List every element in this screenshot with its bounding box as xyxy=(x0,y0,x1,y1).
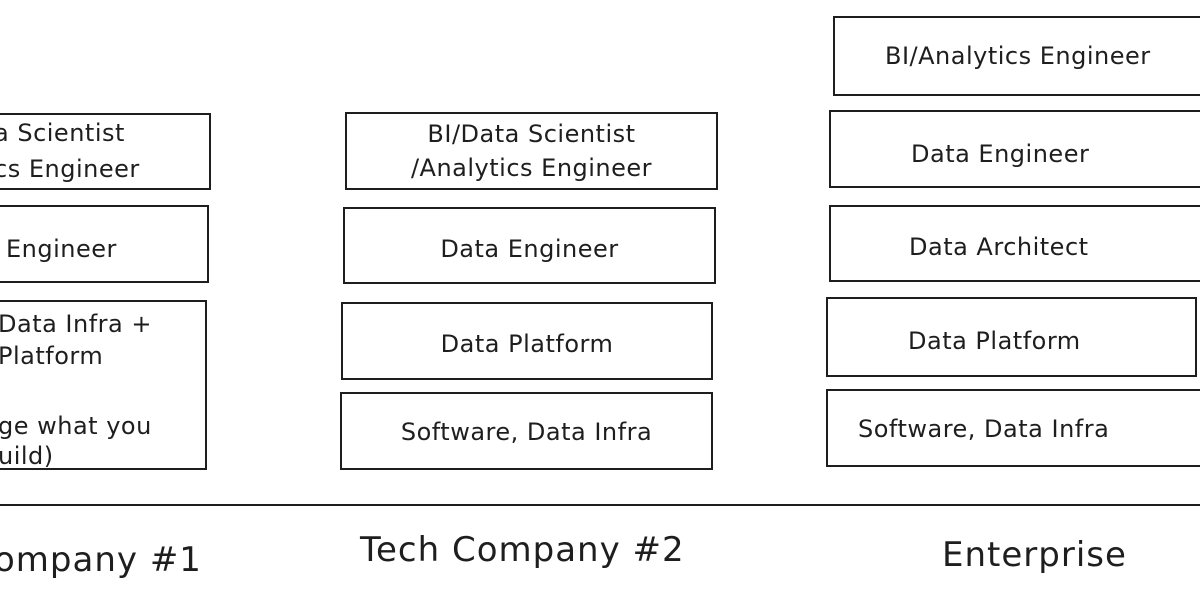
col3-box-data-architect: Data Architect xyxy=(829,205,1200,282)
box-text: Data Engineer xyxy=(440,235,619,263)
box-text: Platform xyxy=(0,342,104,370)
col1-box-data-engineer: Engineer xyxy=(0,205,209,283)
baseline-divider xyxy=(0,504,1200,506)
col3-box-software-infra: Software, Data Infra xyxy=(826,389,1200,467)
col2-box-analytics: BI/Data Scientist /Analytics Engineer xyxy=(345,112,718,190)
box-text: Data Platform xyxy=(908,327,1081,355)
col2-box-data-engineer: Data Engineer xyxy=(343,207,716,284)
box-text: Engineer xyxy=(6,235,117,263)
column-label: Enterprise xyxy=(942,535,1127,575)
box-text: cs Engineer xyxy=(0,155,140,183)
col1-box-analytics: a Scientist cs Engineer xyxy=(0,113,211,190)
box-text: Software, Data Infra xyxy=(858,415,1110,443)
col3-box-analytics: BI/Analytics Engineer xyxy=(833,16,1200,96)
col1-box-infra-platform: Data Infra + Platform ge what you uild) xyxy=(0,300,207,470)
col2-box-data-platform: Data Platform xyxy=(341,302,713,380)
box-text: Data Platform xyxy=(440,330,614,358)
col2-box-software-infra: Software, Data Infra xyxy=(340,392,713,470)
box-text: Data Infra + xyxy=(0,310,152,338)
col3-box-data-engineer: Data Engineer xyxy=(829,110,1200,188)
box-text: Software, Data Infra xyxy=(400,418,653,446)
col3-box-data-platform: Data Platform xyxy=(826,297,1197,377)
box-text: uild) xyxy=(0,442,54,470)
box-text: Data Architect xyxy=(909,233,1089,261)
box-text: BI/Analytics Engineer xyxy=(885,42,1151,70)
box-text: a Scientist xyxy=(0,119,125,147)
column-label: ompany #1 xyxy=(0,540,202,580)
box-text: Data Engineer xyxy=(911,140,1090,168)
box-text: /Analytics Engineer xyxy=(410,154,653,182)
column-label: Tech Company #2 xyxy=(360,530,685,570)
box-text: ge what you xyxy=(0,412,152,440)
box-text: BI/Data Scientist xyxy=(427,120,636,148)
